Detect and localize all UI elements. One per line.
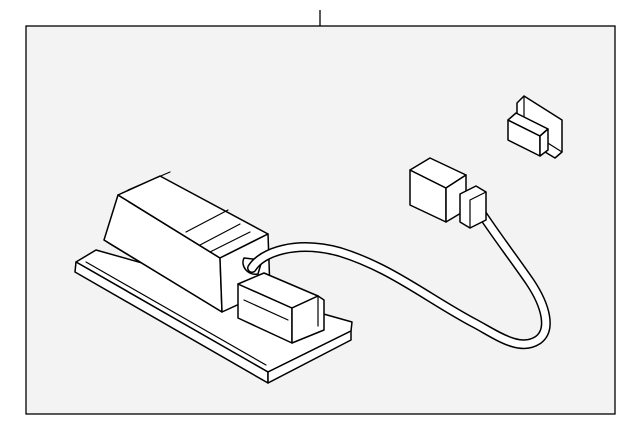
wire-harness (247, 209, 551, 350)
lens-bottom-edge (103, 239, 223, 313)
bulb-socket (507, 95, 563, 159)
lens-ridge (127, 171, 251, 253)
base-plate-side-right (267, 330, 352, 384)
harness-connector (409, 157, 487, 229)
connector-block-right (291, 295, 325, 344)
harness-connector-collar-edge (469, 191, 487, 229)
connector-block-detail (243, 295, 319, 327)
base-plate-rim (85, 261, 267, 366)
lamp-housing (74, 171, 353, 384)
cable-core (248, 210, 550, 348)
harness-connector-collar (459, 185, 487, 229)
bulb-socket-side (539, 128, 549, 157)
